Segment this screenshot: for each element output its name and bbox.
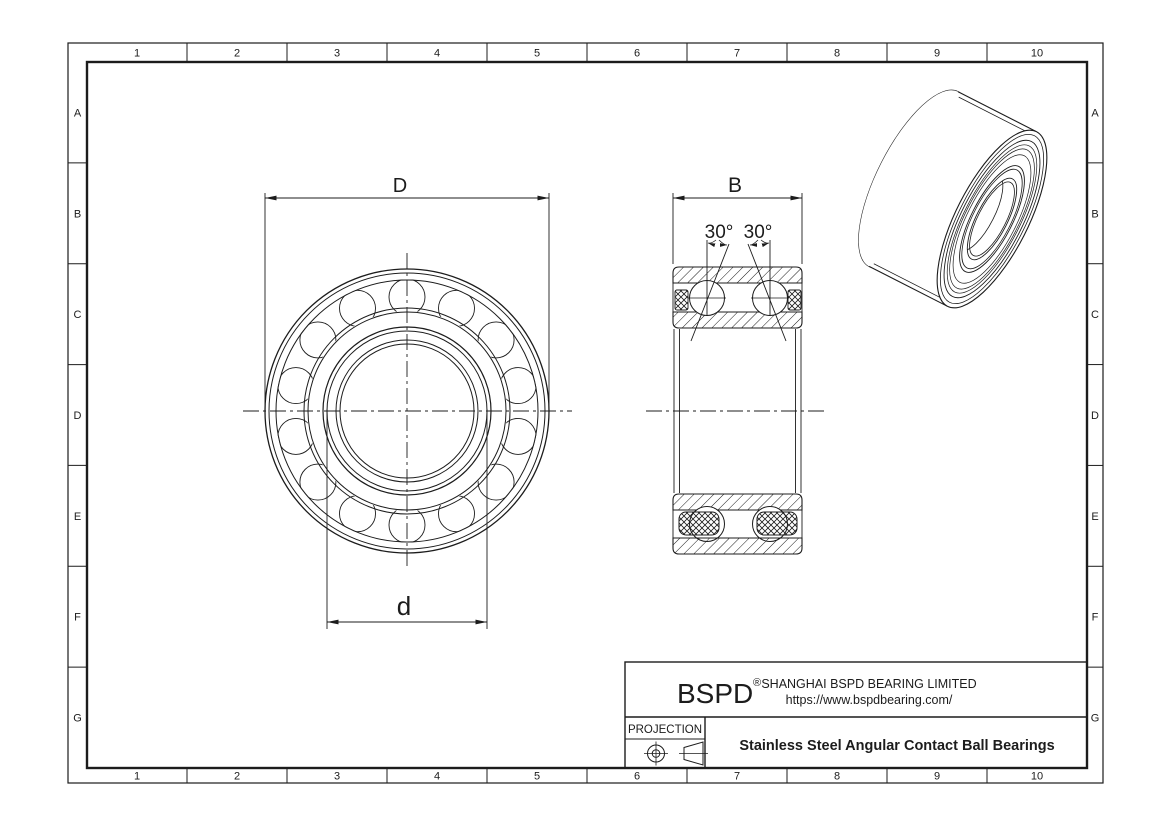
iso-face-chamfer [939,133,1045,305]
website-url: https://www.bspdbearing.com/ [786,693,953,707]
iso-chamfer-line [873,263,948,302]
outer-ring-section-bottom [672,537,803,555]
iso-front-face [936,129,1048,309]
dimension-d-label: d [397,591,411,621]
grid-column-label: 2 [234,48,240,60]
title-block: BSPD ® SHANGHAI BSPD BEARING LIMITED htt… [624,661,1088,769]
iso-cage-edge [946,144,1038,294]
isometric-view [858,89,1048,309]
dimension-width: B [672,174,803,264]
iso-bore-edge [966,177,1018,261]
ball-scallop [477,463,515,501]
grid-column-label: 3 [334,771,340,783]
contact-angle-label-right: 30° [744,222,773,243]
seal-section-left [674,289,689,311]
front-view [218,222,596,600]
grid-row-label: D [74,410,82,422]
grid-column-label: 7 [734,48,740,60]
seal-strip-right [756,511,798,536]
inner-ring-section-bottom [672,493,803,511]
title-block-border [624,661,1088,769]
grid-row-label: C [1091,309,1099,321]
grid-row-label: G [73,713,82,725]
dimension-B-label: B [728,174,742,197]
angle-arrow [707,239,717,248]
grid-row-label: B [74,208,81,220]
contact-angle-label-left: 30° [705,222,734,243]
grid-column-label: 1 [134,48,140,60]
dimension-bore-diameter: d [326,409,488,629]
grid-column-label: 10 [1031,48,1043,60]
first-angle-projection-icon [644,741,708,766]
inner-ring-section-top [672,311,803,329]
grid-column-label: 3 [334,48,340,60]
angle-arrow [760,239,770,248]
grid-column-label: 8 [834,48,840,60]
iso-inner-ring-chamfer [961,168,1023,270]
angle-arrow [749,239,759,247]
grid-row-label: F [1092,612,1099,624]
iso-inner-ring-edge [959,165,1025,273]
grid-column-label: 8 [834,771,840,783]
ball-scallop [477,321,515,359]
projection-cone [683,741,704,766]
grid-column-label: 6 [634,771,640,783]
dimension-D-label: D [393,175,407,197]
iso-silhouette-top [957,91,1037,133]
bspd-logo: BSPD [677,678,753,709]
ball-scallop [299,463,337,501]
grid-column-label: 10 [1031,771,1043,783]
grid-row-label: E [1091,511,1098,523]
registered-trademark: ® [753,677,761,689]
dimension-outer-diameter: D [264,175,550,413]
grid-column-label: 5 [534,771,540,783]
grid-column-label: 7 [734,771,740,783]
iso-ball-ring [949,148,1035,290]
grid-column-label: 9 [934,771,940,783]
grid-row-label: G [1091,713,1100,725]
contact-angle-line-right [747,243,787,342]
grid-row-label: E [74,511,81,523]
grid-row-label: A [74,107,82,119]
angle-arrow [718,239,728,247]
grid-column-label: 1 [134,771,140,783]
contact-angle-line-left [690,243,730,342]
grid-column-label: 2 [234,771,240,783]
grid-column-label: 9 [934,48,940,60]
iso-outer-ring-inner-edge [943,139,1041,299]
grid-row-label: D [1091,410,1099,422]
seal-section-right [787,289,802,311]
seal-strip-left [678,511,720,536]
grid-column-label: 6 [634,48,640,60]
iso-cage-inner-edge [952,154,1032,284]
projection-label: PROJECTION [628,724,702,736]
grid-row-label: A [1091,107,1099,119]
company-name: SHANGHAI BSPD BEARING LIMITED [761,677,976,691]
grid-column-label: 4 [434,771,440,783]
ball-scallop [299,321,337,359]
iso-chamfer-line [958,96,1032,135]
grid-column-label: 5 [534,48,540,60]
iso-silhouette-bottom [868,265,948,307]
grid-row-label: F [74,612,81,624]
grid-row-label: C [74,309,82,321]
outer-ring-section-top [672,266,803,284]
section-view [646,266,828,555]
grid-row-label: B [1091,208,1098,220]
iso-bore-chamfer [969,181,1015,257]
grid-column-label: 4 [434,48,440,60]
contact-angle-annotation: 30° 30° [690,222,787,342]
drawing-title: Stainless Steel Angular Contact Ball Bea… [739,738,1054,754]
outer-border [67,42,1104,784]
